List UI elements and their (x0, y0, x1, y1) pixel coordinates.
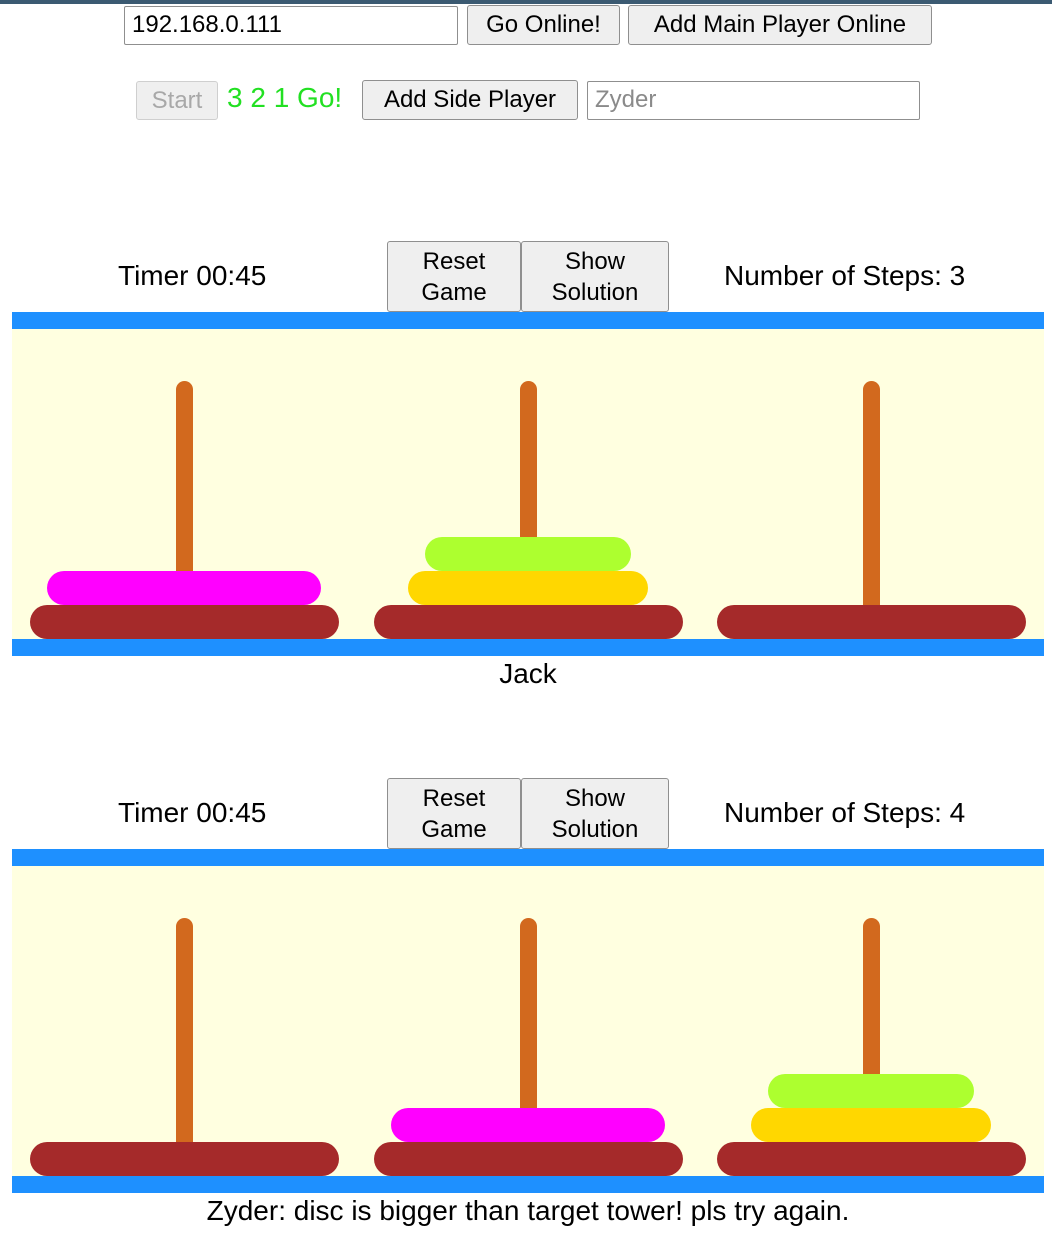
base-disk (373, 605, 683, 639)
disk-size-2[interactable] (408, 571, 648, 605)
base-disk (29, 605, 339, 639)
side-player-name-input[interactable]: Zyder (587, 81, 920, 120)
reset-game-button[interactable]: Reset Game (387, 778, 521, 849)
solution-label-line1: Show (564, 784, 626, 812)
tower-peg-1[interactable] (176, 918, 193, 1166)
reset-label-line1: Reset (422, 784, 486, 812)
disk-size-1[interactable] (768, 1074, 974, 1108)
tower-board (12, 866, 1044, 1176)
solution-label-line2: Solution (551, 278, 639, 306)
top-rail (12, 849, 1044, 866)
disk-size-3[interactable] (47, 571, 321, 605)
status-message: Zyder: disc is bigger than target tower!… (206, 1195, 850, 1226)
tower-board (12, 329, 1044, 639)
solution-label-line1: Show (564, 247, 626, 275)
base-disk (716, 1142, 1026, 1176)
bottom-rail (12, 1176, 1044, 1193)
show-solution-button[interactable]: Show Solution (521, 241, 669, 312)
timer-label: Timer 00:45 (118, 797, 267, 828)
add-main-player-button[interactable]: Add Main Player Online (628, 5, 932, 45)
reset-game-button[interactable]: Reset Game (387, 241, 521, 312)
start-button[interactable]: Start (136, 81, 218, 120)
base-disk (716, 605, 1026, 639)
countdown-text: 3 2 1 Go! (227, 82, 343, 113)
ip-address-input[interactable]: 192.168.0.111 (124, 6, 458, 45)
add-side-player-button[interactable]: Add Side Player (362, 80, 578, 120)
timer-label: Timer 00:45 (118, 260, 267, 291)
go-online-button[interactable]: Go Online! (467, 5, 620, 45)
top-border (0, 0, 1052, 4)
tower-peg-2[interactable] (520, 918, 537, 1166)
bottom-rail (12, 639, 1044, 656)
steps-counter: Number of Steps: 4 (724, 797, 966, 828)
base-disk (373, 1142, 683, 1176)
tower-peg-1[interactable] (176, 381, 193, 629)
solution-label-line2: Solution (551, 815, 639, 843)
steps-counter: Number of Steps: 3 (724, 260, 966, 291)
reset-label-line1: Reset (422, 247, 486, 275)
disk-size-1[interactable] (425, 537, 631, 571)
player-name: Jack (499, 658, 557, 689)
reset-label-line2: Game (421, 815, 487, 843)
reset-label-line2: Game (421, 278, 487, 306)
top-rail (12, 312, 1044, 329)
base-disk (29, 1142, 339, 1176)
disk-size-3[interactable] (391, 1108, 665, 1142)
tower-peg-3[interactable] (863, 381, 880, 629)
disk-size-2[interactable] (751, 1108, 991, 1142)
show-solution-button[interactable]: Show Solution (521, 778, 669, 849)
